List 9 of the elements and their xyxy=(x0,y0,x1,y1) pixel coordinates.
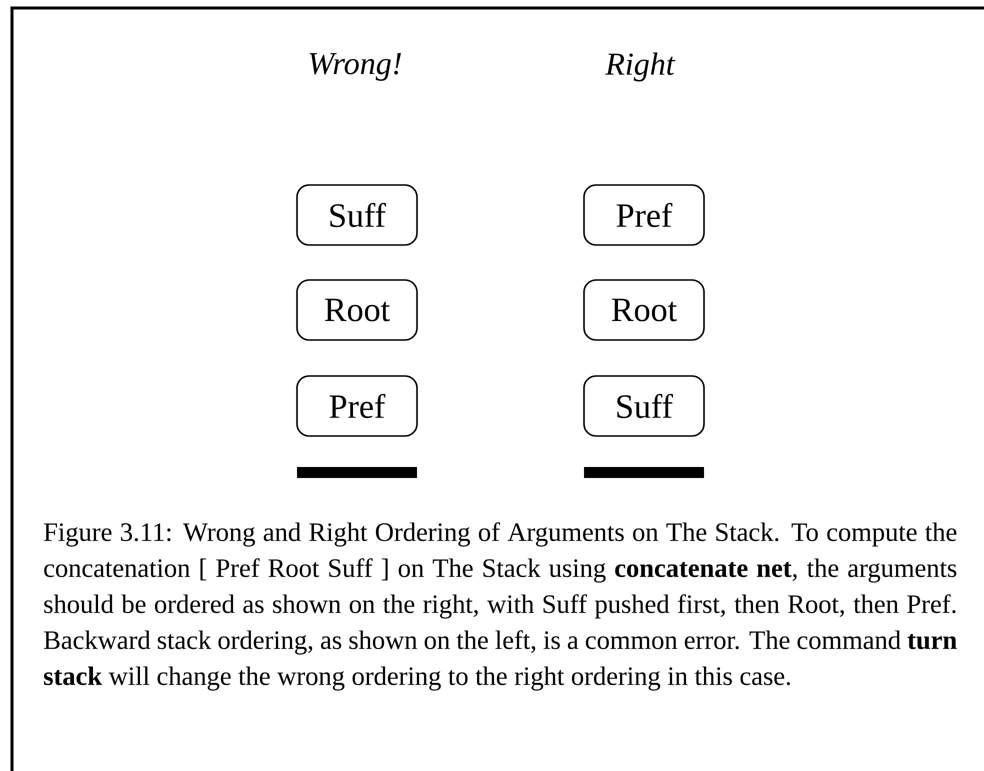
stack-box: Suff xyxy=(583,375,705,437)
column-heading: Right xyxy=(605,52,676,82)
stack-box: Root xyxy=(583,279,705,341)
figure-caption: Figure 3.11: Wrong and Right Ordering of Arguments on The Stack. To compute the concatenation [ Pref Root Suff ] on The Stack using concatenate net, the arguments should be ordered as shown on the right, with Suff pushed first, then Root, then Pref. Backward stack ordering, as shown on the left, is a common error. The command turn stack will change the wrong ordering to the right ordering in this case. xyxy=(44,522,957,691)
stack-box: Pref xyxy=(296,375,418,437)
stack-box: Pref xyxy=(583,184,705,246)
stack-box: Suff xyxy=(296,184,418,246)
column-heading: Wrong! xyxy=(310,53,402,81)
stack-box: Root xyxy=(296,279,418,341)
